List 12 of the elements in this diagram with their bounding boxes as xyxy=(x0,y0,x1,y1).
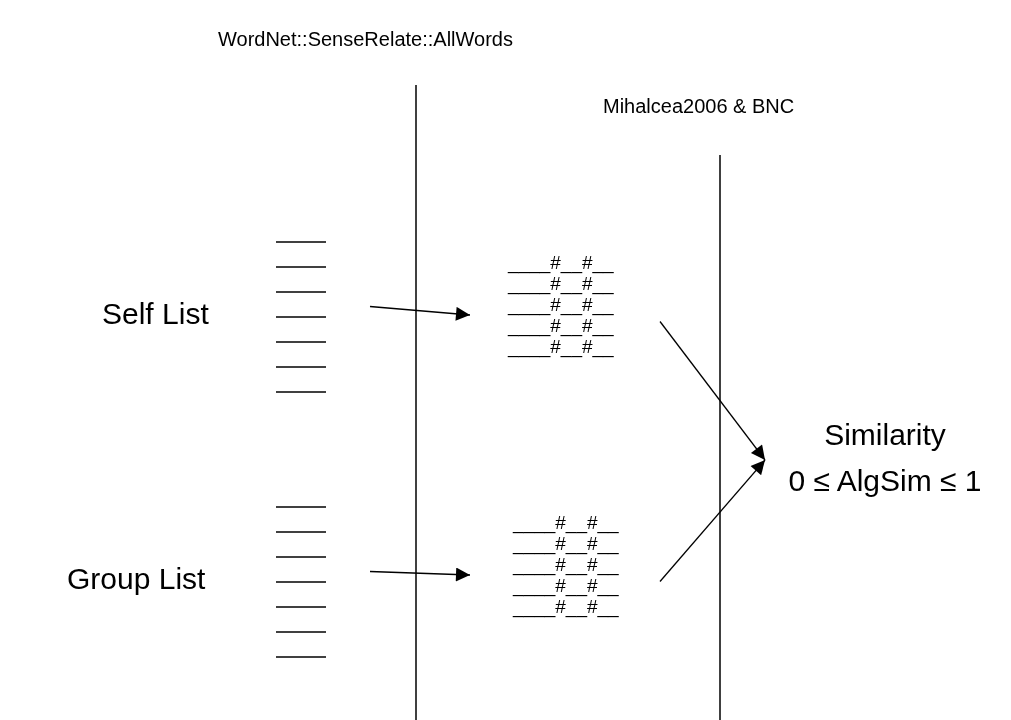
list-name: Group List xyxy=(67,562,206,596)
arrow xyxy=(369,567,471,582)
arrow xyxy=(659,459,766,583)
column-heading: Mihalcea2006 & BNC xyxy=(603,95,795,118)
result-formula: 0 ≤ AlgSim ≤ 1 xyxy=(787,464,983,498)
arrow xyxy=(659,320,766,461)
column-heading: WordNet::SenseRelate::AllWords xyxy=(218,28,513,51)
scored-list-text: ____#__#__ ____#__#__ ____#__#__ ____#__#__ ____#__#__ xyxy=(508,252,614,357)
arrow xyxy=(369,305,471,321)
scored-list-text: ____#__#__ ____#__#__ ____#__#__ ____#__#__ ____#__#__ xyxy=(513,512,619,617)
list-name: Self List xyxy=(102,297,209,331)
result-heading: Similarity xyxy=(823,418,947,452)
